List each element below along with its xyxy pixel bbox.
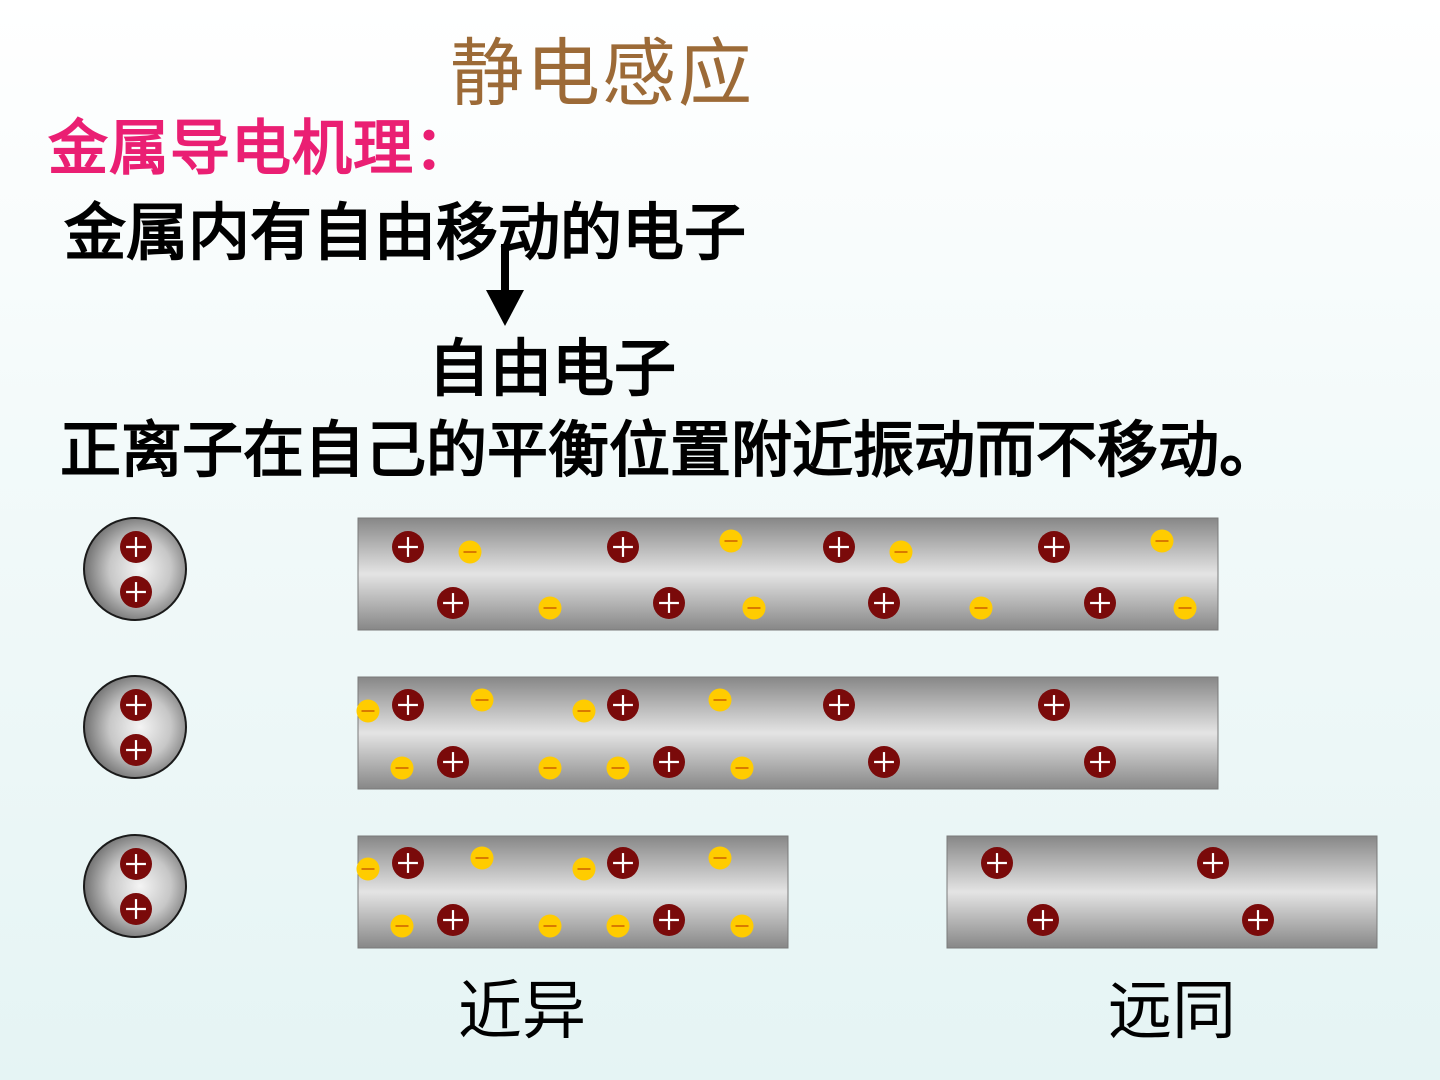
electron — [708, 688, 732, 712]
positive-ion — [823, 689, 855, 721]
electron — [538, 756, 562, 780]
metal-rod — [357, 517, 1219, 631]
electron — [730, 914, 754, 938]
down-arrow-icon — [486, 244, 524, 326]
electron — [538, 596, 562, 620]
electron — [470, 846, 494, 870]
electron — [538, 914, 562, 938]
positive-ion — [653, 904, 685, 936]
positive-ion — [120, 689, 152, 721]
electron — [742, 596, 766, 620]
positive-ion — [120, 734, 152, 766]
electron — [719, 529, 743, 553]
positive-ion — [653, 746, 685, 778]
electron — [708, 846, 732, 870]
electron — [390, 914, 414, 938]
positive-ion — [607, 689, 639, 721]
statement-free-electrons: 金属内有自由移动的电子 — [64, 196, 747, 269]
statement-positive-ions: 正离子在自己的平衡位置附近振动而不移动。 — [60, 415, 1281, 486]
positive-ion — [437, 904, 469, 936]
metal-rod — [946, 835, 1378, 949]
positive-ion — [1038, 689, 1070, 721]
positive-ion — [437, 587, 469, 619]
electron — [572, 857, 596, 881]
positive-ion — [868, 587, 900, 619]
electron — [969, 596, 993, 620]
positive-ion — [120, 893, 152, 925]
electron — [390, 756, 414, 780]
electron — [1173, 596, 1197, 620]
label-near-opposite: 近异 — [458, 975, 586, 1049]
positive-ion — [392, 689, 424, 721]
positive-ion — [1027, 904, 1059, 936]
positive-ion — [1084, 746, 1116, 778]
electron — [730, 756, 754, 780]
electron — [606, 756, 630, 780]
positive-ion — [437, 746, 469, 778]
charged-sphere — [83, 675, 187, 779]
positive-ion — [653, 587, 685, 619]
label-far-same: 远同 — [1108, 975, 1236, 1049]
positive-ion — [868, 746, 900, 778]
slide-title: 静电感应 — [450, 31, 754, 117]
electron — [458, 540, 482, 564]
electron — [889, 540, 913, 564]
positive-ion — [120, 848, 152, 880]
positive-ion — [1038, 531, 1070, 563]
electron — [1150, 529, 1174, 553]
subtitle: 金属导电机理： — [48, 114, 475, 184]
charged-sphere — [83, 834, 187, 938]
label-free-electrons: 自由电子 — [428, 332, 677, 405]
positive-ion — [120, 576, 152, 608]
positive-ion — [981, 847, 1013, 879]
positive-ion — [607, 531, 639, 563]
charged-sphere — [83, 517, 187, 621]
electron — [606, 914, 630, 938]
electron — [572, 699, 596, 723]
positive-ion — [120, 531, 152, 563]
positive-ion — [392, 531, 424, 563]
electron — [470, 688, 494, 712]
positive-ion — [1242, 904, 1274, 936]
electron — [356, 857, 380, 881]
positive-ion — [823, 531, 855, 563]
positive-ion — [607, 847, 639, 879]
positive-ion — [1084, 587, 1116, 619]
metal-rod — [357, 676, 1219, 790]
positive-ion — [1197, 847, 1229, 879]
electron — [356, 699, 380, 723]
positive-ion — [392, 847, 424, 879]
